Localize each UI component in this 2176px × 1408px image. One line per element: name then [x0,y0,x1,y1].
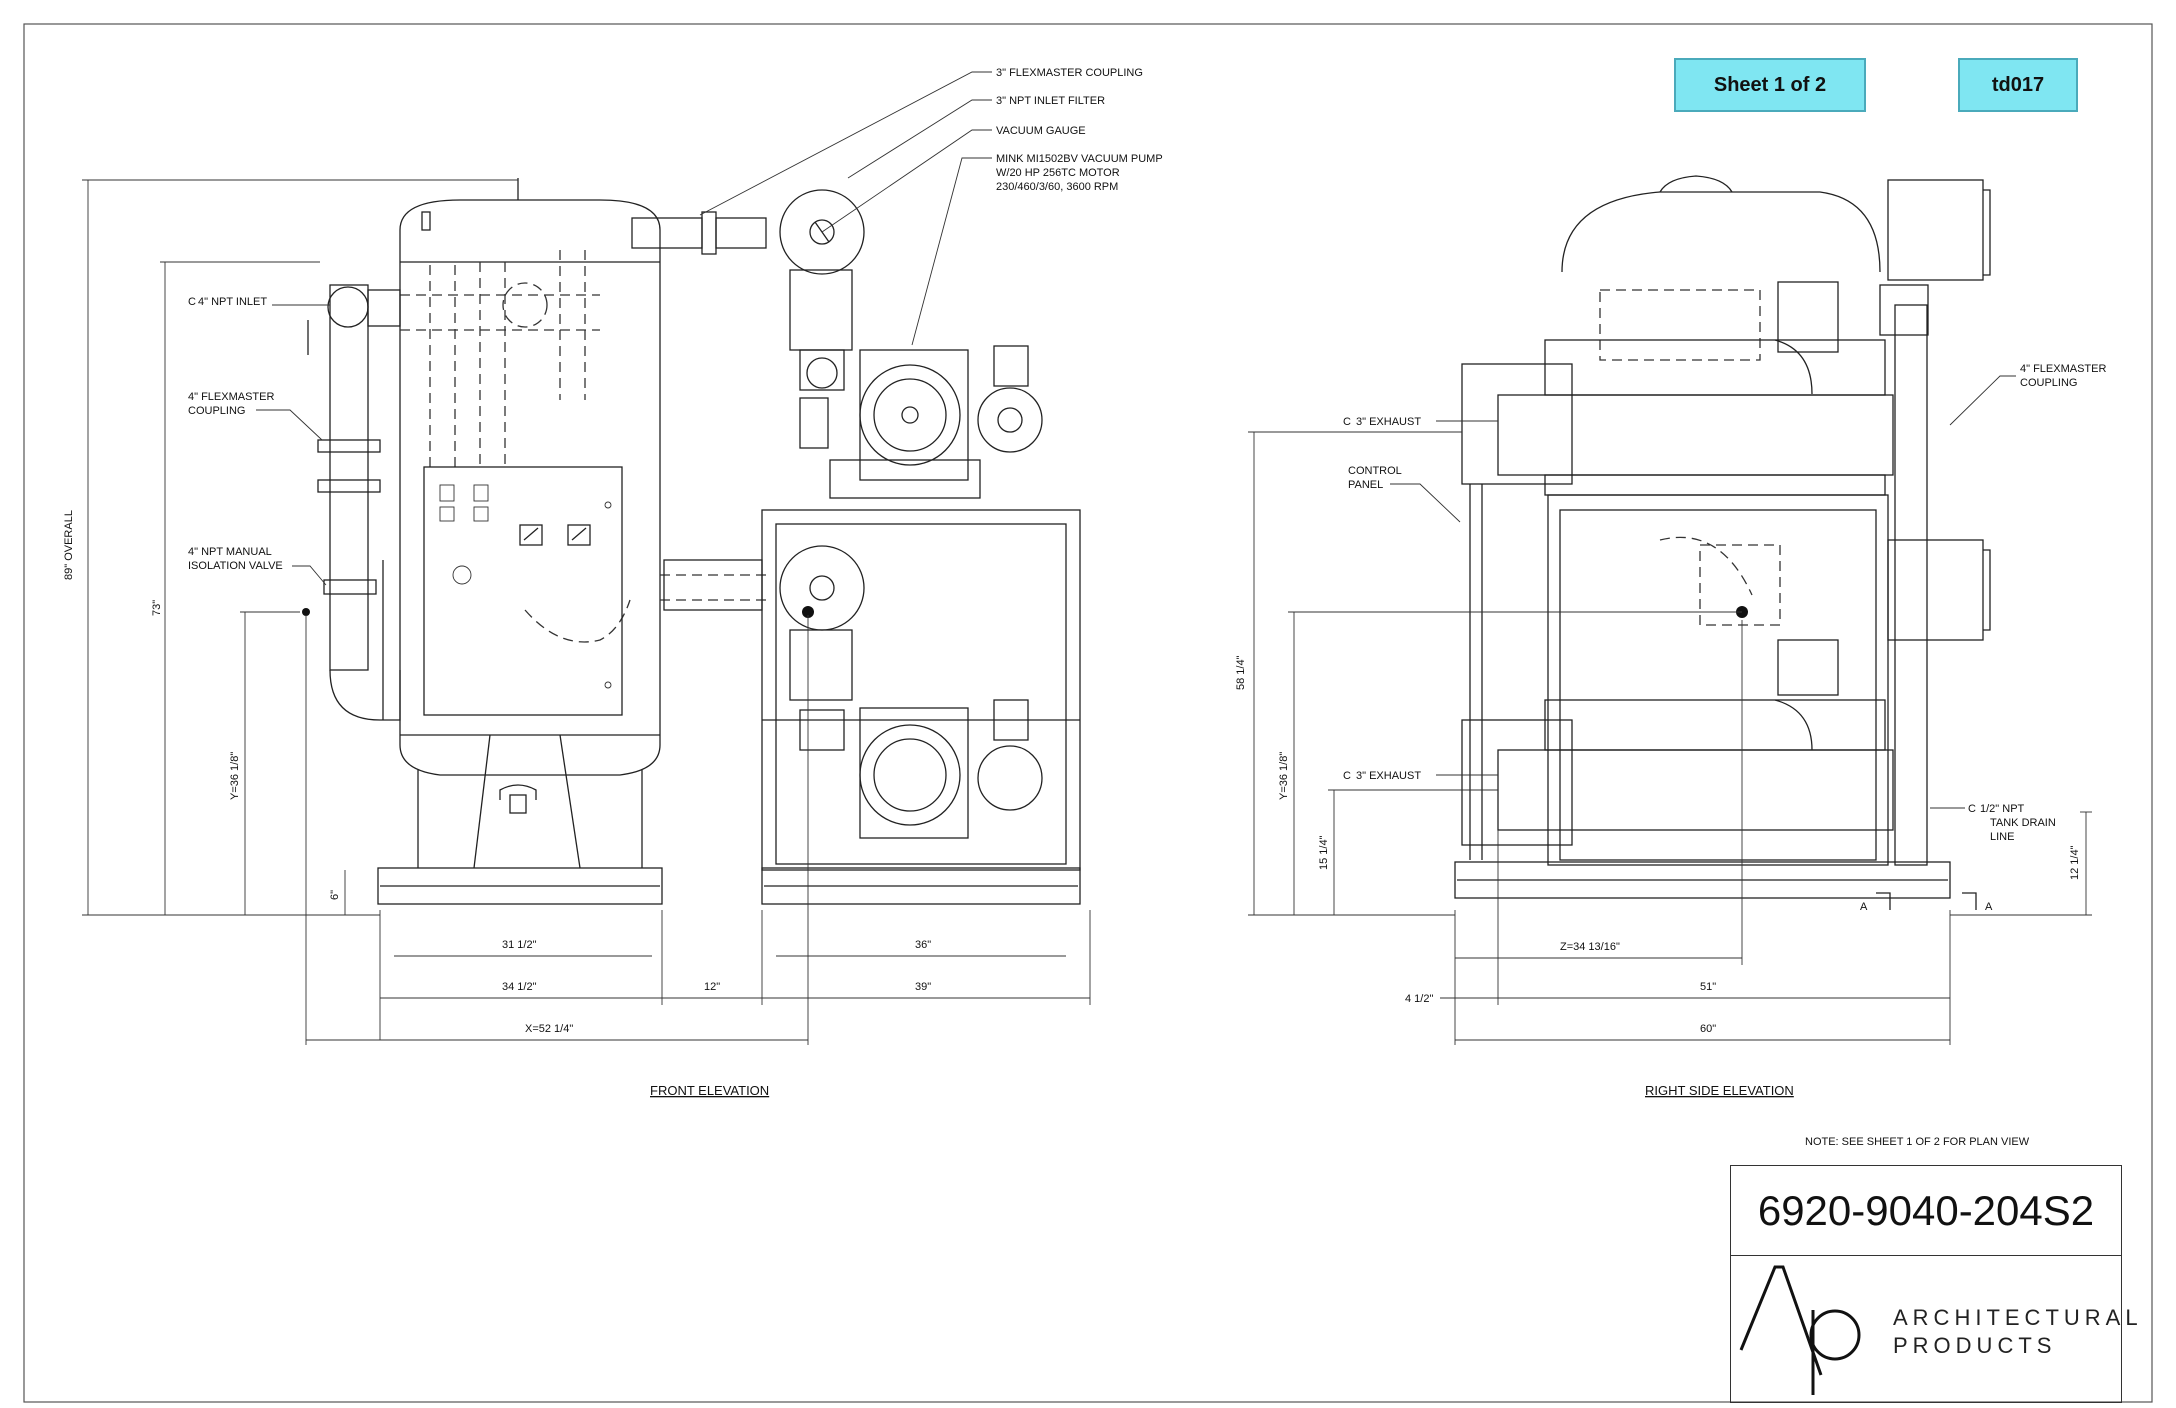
upper-vacuum-pump [789,269,1043,499]
front-elevation-drawing [302,178,1081,905]
internal-piping-hidden [400,250,770,643]
lower-vacuum-pump [302,545,1043,839]
callout-3in-coupling: 3" FLEXMASTER COUPLING [996,67,1143,79]
dim-4-5: 4 1/2" [1405,993,1433,1005]
dim-y-side: Y=36 1/8" [1278,752,1290,800]
dim-73: 73" [151,600,163,616]
dim-y-front: Y=36 1/8" [229,752,241,800]
dim-39: 39" [915,981,931,993]
callout-4in-coupling-right-l1: 4" FLEXMASTER [2020,363,2106,375]
dim-z: Z=34 13/16" [1560,941,1620,953]
sheet-badge: Sheet 1 of 2 [1674,58,1866,112]
dim-x-total: X=52 1/4" [525,1023,573,1035]
base-skid [377,867,1081,905]
inlet-header [631,189,865,275]
dim-58-25: 58 1/4" [1235,655,1247,690]
centerline-mark: C [188,296,196,308]
plan-view-note: NOTE: SEE SHEET 1 OF 2 FOR PLAN VIEW [1805,1136,2030,1148]
callout-4in-coupling-right-l2: COUPLING [2020,377,2077,389]
dim-12: 12" [704,981,720,993]
callout-control-panel-l1: CONTROL [1348,465,1402,477]
side-callouts: C 3" EXHAUST CONTROL PANEL C 3" EXHAUST … [1343,363,2106,913]
code-badge: td017 [1958,58,2078,112]
section-marker-left: A [1860,901,1868,913]
callout-drain-l1: 1/2" NPT [1980,803,2025,815]
section-marker-right: A [1985,901,1993,913]
dim-12-25: 12 1/4" [2069,845,2081,880]
dim-34-5: 34 1/2" [502,981,537,993]
side-elevation-title: RIGHT SIDE ELEVATION [1645,1083,1794,1098]
ap-logo-icon [1739,1265,1861,1395]
dim-6: 6" [329,890,341,900]
inlet-piping [307,284,401,721]
callout-iso-valve-l2: ISOLATION VALVE [188,560,283,572]
callout-pump-line2: W/20 HP 256TC MOTOR [996,167,1120,179]
centerline-exhaust-lower: C [1343,770,1351,782]
control-panel [423,466,623,716]
callout-control-panel-l2: PANEL [1348,479,1383,491]
receiver-tank [399,178,661,869]
sheet-border [23,23,2153,1403]
callout-drain-l2: TANK DRAIN [1990,817,2056,829]
dim-51: 51" [1700,981,1716,993]
company-logo: ARCHITECTURAL PRODUCTS [1731,1255,2138,1402]
dim-31-5: 31 1/2" [502,939,537,951]
callout-exhaust-lower: 3" EXHAUST [1356,770,1421,782]
title-block: 6920-9040-204S2 ARCHITECTURAL PRODUCTS [1730,1165,2138,1403]
logo-text-line1: ARCHITECTURAL [1893,1305,2143,1330]
dim-60: 60" [1700,1023,1716,1035]
dim-36: 36" [915,939,931,951]
front-elevation-title: FRONT ELEVATION [650,1083,769,1098]
logo-text-line2: PRODUCTS [1893,1333,2057,1358]
drawing-number: 6920-9040-204S2 [1731,1166,2121,1256]
side-elevation-drawing [1454,175,1991,899]
callout-4in-coupling-l1: 4" FLEXMASTER [188,391,274,403]
callout-pump-line3: 230/460/3/60, 3600 RPM [996,181,1118,193]
callout-iso-valve-l1: 4" NPT MANUAL [188,546,272,558]
front-dimensions: 89" OVERALL 73" Y=36 1/8" 6" 31 1/2" 34 … [63,179,1091,1045]
callout-vacuum-gauge: VACUUM GAUGE [996,125,1086,137]
callout-exhaust-upper: 3" EXHAUST [1356,416,1421,428]
dim-89-overall: 89" OVERALL [63,510,75,580]
pump-frame [761,509,1081,871]
callout-4in-inlet: 4" NPT INLET [198,296,267,308]
front-callouts: 3" FLEXMASTER COUPLING 3" NPT INLET FILT… [188,67,1163,586]
dim-15-25: 15 1/4" [1318,835,1330,870]
callout-drain-l3: LINE [1990,831,2014,843]
side-dimensions: 58 1/4" Y=36 1/8" 15 1/4" 12 1/4" Z=34 1… [1235,431,2092,1045]
centerline-drain: C [1968,803,1976,815]
callout-4in-coupling-l2: COUPLING [188,405,245,417]
callout-inlet-filter: 3" NPT INLET FILTER [996,95,1105,107]
centerline-exhaust-upper: C [1343,416,1351,428]
callout-pump-line1: MINK MI1502BV VACUUM PUMP [996,153,1163,165]
